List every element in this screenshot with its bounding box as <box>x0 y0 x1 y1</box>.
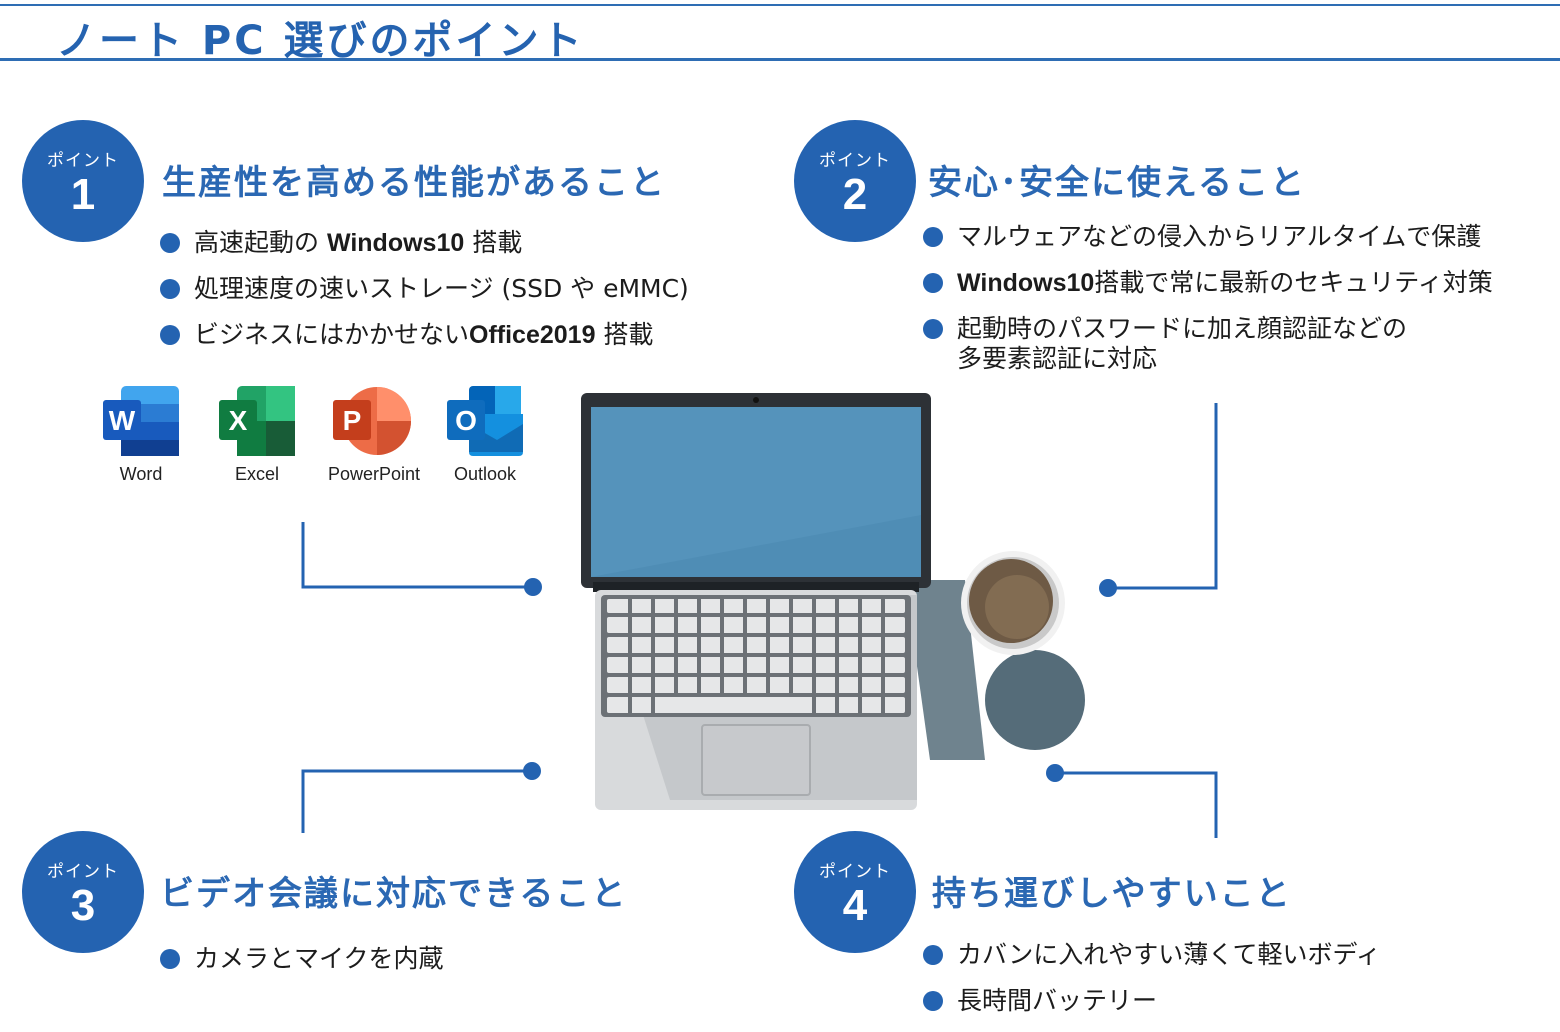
app-powerpoint: P PowerPoint <box>328 384 421 485</box>
point-badge-number: 2 <box>842 170 868 219</box>
point-badge-number: 3 <box>70 881 96 930</box>
bullet-dot <box>923 945 943 965</box>
bullet-bold-text: Windows10 <box>326 229 465 257</box>
bullet-bold-text: Windows10 <box>957 269 1095 297</box>
touchpad <box>701 724 811 796</box>
webcam <box>753 397 759 403</box>
point-4-bullets: カバンに入れやすい薄くて軽いボディ 長時間バッテリー <box>923 940 1381 1032</box>
point-badge-3: ポイント 3 <box>22 831 144 953</box>
app-outlook: O Outlook <box>442 384 528 485</box>
connector-line-4 <box>1055 771 1218 838</box>
connector-dot-4 <box>1046 764 1064 782</box>
bullet-text: マルウェアなどの侵入からリアルタイムで保護 <box>957 222 1482 251</box>
bullet-text: 長時間バッテリー <box>957 986 1158 1015</box>
bullet-item: 起動時のパスワードに加え顔認証などの多要素認証に対応 <box>923 314 1493 374</box>
connector-dot-3 <box>523 762 541 780</box>
bullet-item: カバンに入れやすい薄くて軽いボディ <box>923 940 1381 970</box>
point-1-bullets: 高速起動の Windows10 搭載 処理速度の速いストレージ (SSD や e… <box>160 228 689 366</box>
connector-line-3 <box>301 769 532 833</box>
bullet-dot <box>160 949 180 969</box>
bullet-dot <box>923 991 943 1011</box>
bullet-item: Windows10搭載で常に最新のセキュリティ対策 <box>923 268 1493 298</box>
bullet-item: 処理速度の速いストレージ (SSD や eMMC) <box>160 274 689 304</box>
bullet-item: マルウェアなどの侵入からリアルタイムで保護 <box>923 222 1493 252</box>
point-badge-2: ポイント 2 <box>794 120 916 242</box>
word-icon-letter: W <box>109 405 136 436</box>
bullet-text-line2: 多要素認証に対応 <box>957 344 1158 373</box>
bullet-item: 長時間バッテリー <box>923 986 1381 1016</box>
excel-icon-letter: X <box>229 405 248 436</box>
bullet-text: 高速起動の <box>194 228 327 257</box>
title-top-rule <box>0 4 1560 6</box>
point-badge-number: 1 <box>70 170 96 219</box>
outlook-icon: O <box>447 386 523 456</box>
bullet-text: ビジネスにはかかせない <box>194 320 470 349</box>
bullet-dot <box>923 227 943 247</box>
connector-line-1 <box>301 522 533 589</box>
keyboard-key-gaps <box>628 597 885 715</box>
point-badge-1: ポイント 1 <box>22 120 144 242</box>
keyboard-keys <box>607 599 905 713</box>
connector-dot-1 <box>524 578 542 596</box>
point-heading-2: 安心･安全に使えること <box>928 163 1306 203</box>
bullet-text: 搭載 <box>595 320 654 349</box>
coffee-foam <box>985 575 1049 639</box>
bullet-dot <box>160 233 180 253</box>
outlook-icon-letter: O <box>455 405 477 436</box>
laptop-hinge <box>593 582 919 592</box>
word-icon: W <box>103 386 179 456</box>
bullet-item: カメラとマイクを内蔵 <box>160 944 444 974</box>
point-badge-label: ポイント <box>47 151 119 171</box>
page-title: ノート PC 選びのポイント <box>56 18 585 64</box>
screen-glare <box>591 407 921 577</box>
laptop-shadow <box>905 580 985 760</box>
point-badge-label: ポイント <box>47 862 119 882</box>
point-3-bullets: カメラとマイクを内蔵 <box>160 944 444 990</box>
title-bar: ノート PC 選びのポイント <box>0 0 1560 64</box>
bullet-text: 処理速度の速いストレージ (SSD や eMMC) <box>194 274 689 303</box>
point-2-bullets: マルウェアなどの侵入からリアルタイムで保護 Windows10搭載で常に最新のセ… <box>923 222 1493 390</box>
bullet-dot <box>160 279 180 299</box>
point-badge-label: ポイント <box>819 862 891 882</box>
bullet-text: 搭載で常に最新のセキュリティ対策 <box>1094 268 1493 297</box>
title-bottom-rule <box>0 58 1560 61</box>
app-name: Excel <box>234 464 279 484</box>
point-heading-3: ビデオ会議に対応できること <box>160 874 628 914</box>
cup-shadow <box>985 650 1085 750</box>
connector-dot-2 <box>1099 579 1117 597</box>
app-word: W Word <box>98 384 184 485</box>
bullet-text: カメラとマイクを内蔵 <box>194 944 444 973</box>
point-badge-label: ポイント <box>819 151 891 171</box>
bullet-dot <box>160 325 180 345</box>
bullet-item: ビジネスにはかかせないOffice2019 搭載 <box>160 320 689 350</box>
bullet-text: 搭載 <box>464 228 523 257</box>
bullet-text: カバンに入れやすい薄くて軽いボディ <box>957 940 1381 969</box>
point-heading-1: 生産性を高める性能があること <box>162 163 666 203</box>
bullet-text: 起動時のパスワードに加え顔認証などの <box>957 314 1408 343</box>
app-excel: X Excel <box>214 384 300 485</box>
powerpoint-icon-letter: P <box>343 405 362 436</box>
bullet-dot <box>923 273 943 293</box>
app-name: PowerPoint <box>328 464 421 484</box>
connector-line-2 <box>1108 403 1218 590</box>
point-heading-4: 持ち運びしやすいこと <box>932 874 1292 914</box>
app-name: Outlook <box>453 464 517 484</box>
laptop-illustration <box>581 393 1085 810</box>
bullet-bold-text: Office2019 <box>469 321 596 349</box>
excel-icon: X <box>219 386 295 456</box>
app-name: Word <box>119 464 163 484</box>
bullet-dot <box>923 319 943 339</box>
powerpoint-icon: P <box>333 387 411 455</box>
point-badge-4: ポイント 4 <box>794 831 916 953</box>
point-badge-number: 4 <box>842 881 868 930</box>
bullet-item: 高速起動の Windows10 搭載 <box>160 228 689 258</box>
